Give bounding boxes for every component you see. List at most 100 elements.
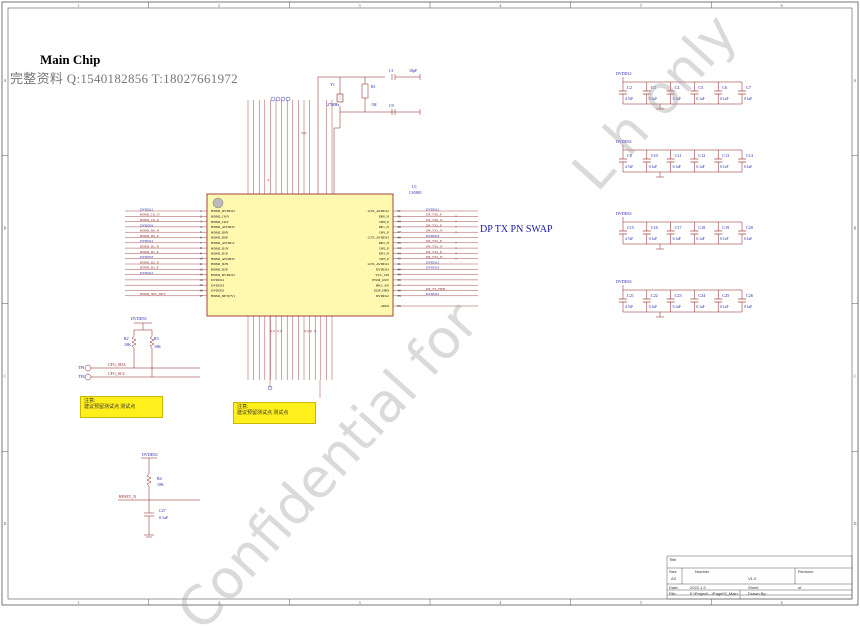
decap-ref: C11 xyxy=(675,153,682,158)
tb-revision-label: Revision xyxy=(798,569,814,574)
decap-ref: C4 xyxy=(675,85,681,90)
crystal-resistor-ref: R1 xyxy=(371,84,376,89)
right-net-label: DP_TX2_N xyxy=(426,245,443,249)
tb-sheet-label: Sheet xyxy=(748,585,759,590)
left-net-label: HDMI_CK_N xyxy=(140,213,160,217)
right-pin-number: 40 xyxy=(397,267,401,271)
left-pin-number: 17 xyxy=(199,294,203,298)
decap-ref: C5 xyxy=(698,85,703,90)
right-pin-number: 37 xyxy=(397,283,401,287)
decap-bank: DVDD12C24.7uFC30.1uFC40.1uFC50.1uFC60.1u… xyxy=(616,71,752,110)
decap-value: 0.1uF xyxy=(696,165,704,169)
i2c-r3-value: 10K xyxy=(154,344,161,349)
decap-ref: C24 xyxy=(698,293,706,298)
tb-file-label: File: xyxy=(669,591,677,596)
right-net-label: DVDD12 xyxy=(426,260,439,264)
decap-value: 0.1uF xyxy=(696,305,704,309)
decap-value: 0.1uF xyxy=(744,237,752,241)
left-net-label: HDMI_D2_N xyxy=(140,260,160,264)
decap-power-net: DVDD12 xyxy=(616,71,632,76)
tb-title-label: Title xyxy=(669,557,677,562)
decap-value: 0.1uF xyxy=(673,305,681,309)
left-pin-number: 1 xyxy=(200,209,202,213)
decap-ref: C16 xyxy=(651,225,658,230)
decap-ref: C7 xyxy=(746,85,751,90)
border-top-mark: 4 xyxy=(499,3,501,8)
reset-c27-ref: C27 xyxy=(159,508,166,513)
tb-of-label: of xyxy=(798,585,802,590)
i2c-r2-value: 10K xyxy=(124,342,131,347)
test-note-2: 注意:建议预留测试点 测试点 xyxy=(233,402,316,424)
left-pin-number: 14 xyxy=(199,278,203,282)
chip-bottom-pins: ×× ××××× × xyxy=(247,316,333,398)
right-pin-number: 50 xyxy=(397,214,401,218)
border-right-mark: C xyxy=(854,373,857,378)
tb-version: V1.0 xyxy=(748,576,757,581)
left-pin-number: 3 xyxy=(200,220,202,224)
border-bottom-mark: 1 xyxy=(77,600,79,605)
decap-value: 0.1uF xyxy=(720,97,728,101)
left-pin-name: HDMI_D0P xyxy=(211,236,228,240)
tb-size: A3 xyxy=(671,576,676,581)
decap-value: 0.1uF xyxy=(649,305,657,309)
reset-power-net: DVDD33 xyxy=(142,452,158,457)
no-connect-mark: × xyxy=(455,214,457,219)
right-pin-name: DP3_N xyxy=(379,252,390,256)
right-net-label: DVDD12 xyxy=(426,207,439,211)
right-pin-number: 46 xyxy=(397,236,401,240)
tb-date: 2022.1.9 xyxy=(690,585,706,590)
right-pin-name: DP2_N xyxy=(379,241,390,245)
right-pin-number: 39 xyxy=(397,273,401,277)
left-pin-number: 11 xyxy=(199,262,203,266)
right-net-label: DVDD33 xyxy=(426,266,439,270)
decap-value: 0.1uF xyxy=(649,97,657,101)
left-net-label: HDMI_D1_N xyxy=(140,245,160,249)
decap-bank: DVDD33C84.7uFC100.1uFC110.1uFC120.1uFC13… xyxy=(616,139,754,178)
decap-power-net: DVDD33 xyxy=(616,139,632,144)
left-pin-name: DVDD12 xyxy=(211,278,224,282)
left-pin-name: HDMI_AVDD33 xyxy=(211,257,235,261)
chip-part: CS5801 xyxy=(409,190,422,195)
no-connect-mark: × xyxy=(455,219,457,224)
border-top-mark: 2 xyxy=(218,3,220,8)
decap-ref: C19 xyxy=(722,225,729,230)
border-top-mark: 1 xyxy=(77,3,79,8)
page-title: Main Chip xyxy=(40,52,101,67)
decoupling-cap-banks: DVDD12C24.7uFC30.1uFC40.1uFC50.1uFC60.1u… xyxy=(616,71,754,318)
dp-swap-label: DP TX PN SWAP xyxy=(480,224,553,235)
decap-ref: C18 xyxy=(698,225,705,230)
decap-ref: C25 xyxy=(722,293,729,298)
right-net-label: DP_TX2_P xyxy=(426,239,442,243)
net-cfg-scl: CFG_SCL xyxy=(108,371,126,376)
decap-ref: C13 xyxy=(722,153,729,158)
crystal-cap1-ref: C1 xyxy=(389,68,394,73)
right-pin-number: 51 xyxy=(397,209,401,213)
testpoint-circle xyxy=(270,96,276,102)
i2c-r2-ref: R2 xyxy=(124,336,129,341)
right-net-label: DP_TX_HPD xyxy=(426,287,446,291)
left-pin-number: 5 xyxy=(200,230,202,234)
border-bottom-mark: 5 xyxy=(640,600,642,605)
decap-ref: C10 xyxy=(651,153,658,158)
decap-value: 0.1uF xyxy=(720,237,728,241)
crystal-cap1-value: 18pF xyxy=(409,68,418,73)
left-pin-name: HDMI_AVDD12 xyxy=(211,241,235,245)
decap-value: 0.1uF xyxy=(649,237,657,241)
border-right-mark: D xyxy=(854,521,857,526)
i2c-r3-ref: R3 xyxy=(154,336,159,341)
testpoint-circle xyxy=(275,96,281,102)
testpoint-tp2: TP2 xyxy=(78,374,85,379)
right-net-label: DP_TX1_P xyxy=(426,223,442,227)
left-pin-number: 15 xyxy=(199,283,203,287)
left-pin-name: HDMI_D2P xyxy=(211,268,228,272)
right-net-label: DVDD12 xyxy=(426,292,439,296)
reset-r4-ref: R4 xyxy=(157,476,162,481)
right-pin-name: GTX_AVDD12 xyxy=(368,209,390,213)
decap-ref: C22 xyxy=(651,293,658,298)
right-pin-name: GTX_AVDD12 xyxy=(368,262,390,266)
left-net-label: HDMI_D1_P xyxy=(140,250,159,254)
left-net-label: DVDD12 xyxy=(140,271,153,275)
left-net-label: DVDD12 xyxy=(140,239,153,243)
